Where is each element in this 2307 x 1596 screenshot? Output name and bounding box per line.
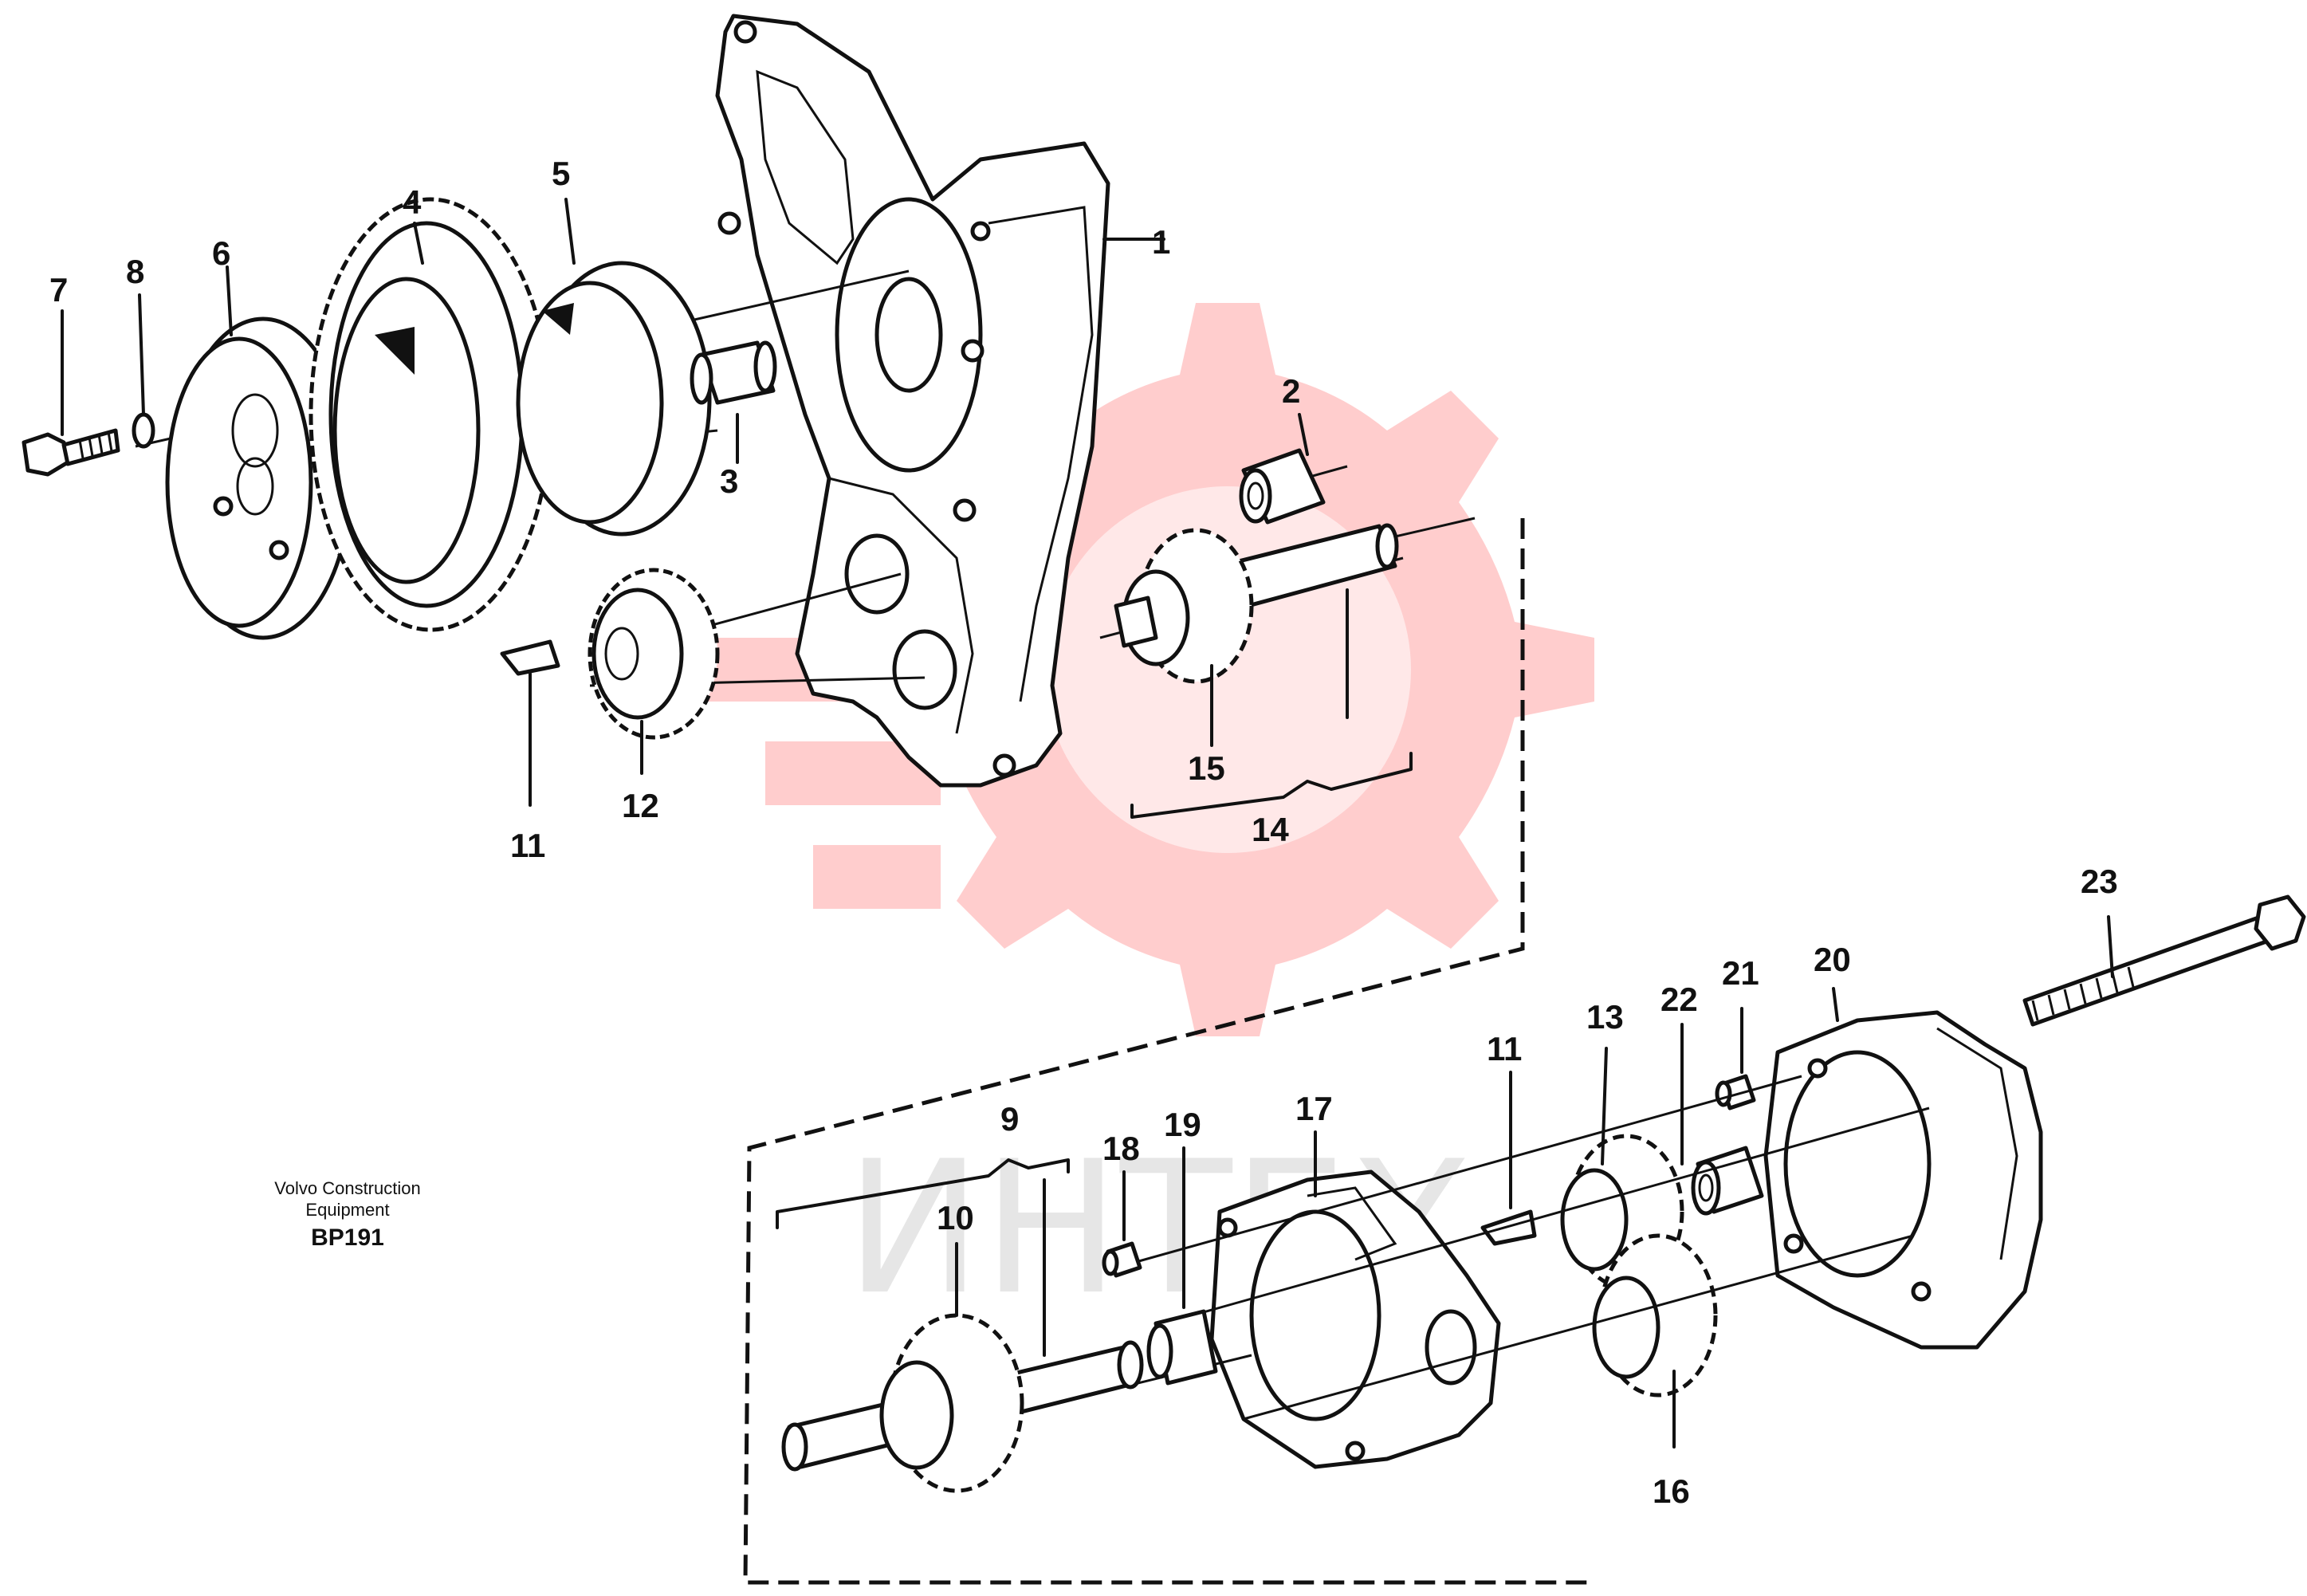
callout-12: 12 bbox=[622, 787, 659, 824]
part-12-gear bbox=[588, 568, 720, 740]
part-17-housing bbox=[1209, 1169, 1501, 1469]
callout-8: 8 bbox=[126, 253, 144, 290]
callout-11-upper: 11 bbox=[510, 827, 545, 864]
callout-22: 22 bbox=[1660, 981, 1698, 1018]
part-10-gear bbox=[879, 1313, 1024, 1493]
callout-10: 10 bbox=[937, 1199, 974, 1236]
part-22-bushing bbox=[1691, 1146, 1764, 1216]
part-19-bushing bbox=[1146, 1309, 1218, 1386]
caption-block: Volvo Construction Equipment BP191 bbox=[274, 1178, 420, 1251]
callout-7: 7 bbox=[49, 271, 68, 309]
brace-9 bbox=[776, 1158, 1070, 1229]
part-6-pulley bbox=[165, 316, 353, 640]
part-2-bushing bbox=[1239, 448, 1326, 525]
part-15-gear bbox=[1114, 528, 1254, 684]
callout-numbers: 1 2 3 4 5 6 7 8 9 10 11 11 12 13 14 15 1… bbox=[49, 155, 2118, 1510]
part-1-housing bbox=[715, 14, 1110, 788]
callout-11-lower: 11 bbox=[1487, 1030, 1522, 1067]
callout-leaders bbox=[61, 198, 2114, 1449]
callout-21: 21 bbox=[1722, 954, 1759, 992]
part-21-pin bbox=[1715, 1074, 1756, 1111]
callout-14: 14 bbox=[1252, 811, 1289, 848]
caption-code: BP191 bbox=[311, 1225, 384, 1251]
callout-16: 16 bbox=[1653, 1472, 1690, 1510]
part-8-washer bbox=[132, 412, 155, 449]
callout-6: 6 bbox=[212, 234, 230, 272]
callout-9: 9 bbox=[1000, 1100, 1019, 1138]
callout-1: 1 bbox=[1152, 223, 1170, 261]
callout-20: 20 bbox=[1814, 941, 1851, 978]
callout-2: 2 bbox=[1282, 372, 1300, 410]
callout-15: 15 bbox=[1188, 749, 1225, 787]
callout-4: 4 bbox=[403, 183, 422, 221]
callout-5: 5 bbox=[552, 155, 570, 192]
part-11-key-lower bbox=[1480, 1209, 1537, 1246]
part-18-pin bbox=[1102, 1241, 1142, 1278]
part-3-sleeve bbox=[690, 340, 777, 405]
part-16-gear bbox=[1592, 1233, 1718, 1397]
callout-13: 13 bbox=[1586, 998, 1624, 1036]
part-7-bolt bbox=[22, 428, 120, 477]
caption-line2: Equipment bbox=[305, 1200, 389, 1220]
caption-line1: Volvo Construction bbox=[274, 1178, 420, 1198]
brace-14 bbox=[1130, 752, 1413, 819]
callout-17: 17 bbox=[1295, 1090, 1333, 1127]
callout-3: 3 bbox=[720, 462, 738, 500]
part-11-key-upper bbox=[500, 639, 560, 676]
part-4-gear-ring bbox=[309, 197, 552, 632]
part-20-housing bbox=[1763, 1010, 2043, 1350]
part-23-bolt bbox=[2022, 894, 2306, 1027]
callout-18: 18 bbox=[1102, 1130, 1140, 1167]
callout-19: 19 bbox=[1164, 1106, 1201, 1143]
part-5-ring bbox=[516, 261, 712, 537]
callout-23: 23 bbox=[2081, 863, 2118, 900]
dashed-frame bbox=[743, 518, 1594, 1585]
